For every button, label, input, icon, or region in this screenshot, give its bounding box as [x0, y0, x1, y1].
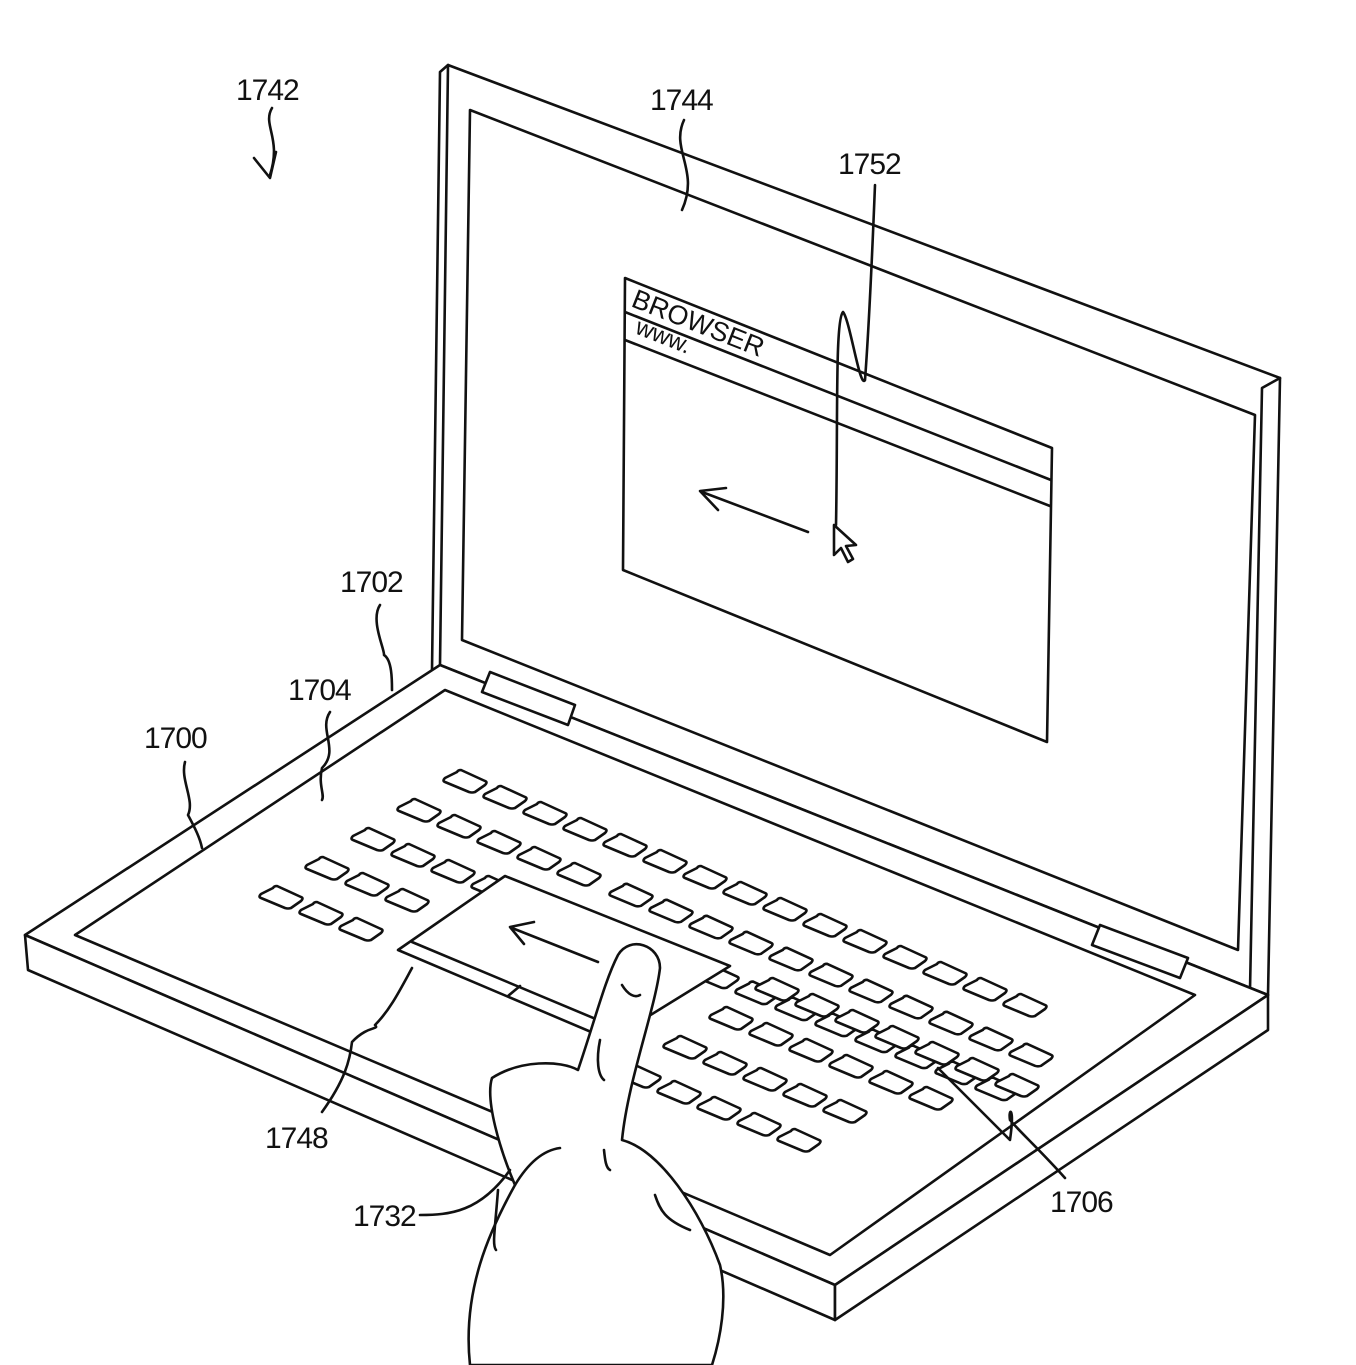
key	[842, 928, 888, 954]
cursor-icon	[832, 523, 858, 564]
key	[482, 784, 528, 810]
key	[782, 1082, 828, 1108]
key	[788, 1037, 834, 1063]
hinge-right	[1090, 923, 1190, 980]
key	[768, 946, 814, 972]
key	[868, 1069, 914, 1095]
key	[1002, 992, 1048, 1018]
key	[808, 962, 854, 988]
key	[696, 1095, 742, 1121]
palm-rest-border	[73, 688, 1197, 1257]
swipe-arrow-touchpad	[508, 920, 600, 964]
key	[642, 848, 688, 874]
swipe-arrow-screen	[698, 486, 810, 534]
key	[922, 960, 968, 986]
key	[722, 880, 768, 906]
key	[968, 1026, 1014, 1052]
key	[874, 1024, 920, 1050]
key	[688, 914, 734, 940]
key	[828, 1053, 874, 1079]
key	[430, 858, 476, 884]
key	[522, 800, 568, 826]
label-1744: 1744	[650, 84, 713, 117]
key	[822, 1098, 868, 1124]
label-1748: 1748	[265, 1122, 328, 1155]
key	[682, 864, 728, 890]
key	[396, 797, 442, 823]
key	[754, 976, 800, 1002]
key	[476, 829, 522, 855]
key	[390, 842, 436, 868]
label-1702: 1702	[340, 566, 403, 599]
key	[736, 1111, 782, 1137]
key	[608, 882, 654, 908]
label-1732: 1732	[353, 1200, 416, 1233]
key	[338, 916, 384, 942]
key	[562, 816, 608, 842]
key	[662, 1034, 708, 1060]
key	[994, 1072, 1040, 1098]
key	[556, 861, 602, 887]
key	[888, 994, 934, 1020]
key	[794, 992, 840, 1018]
key	[728, 930, 774, 956]
key	[848, 978, 894, 1004]
key	[648, 898, 694, 924]
key	[304, 855, 350, 881]
key	[908, 1085, 954, 1111]
hinge-left	[480, 670, 577, 727]
key	[258, 884, 304, 910]
key	[834, 1008, 880, 1034]
key	[702, 1050, 748, 1076]
key	[436, 813, 482, 839]
hand	[467, 943, 725, 1365]
key	[802, 912, 848, 938]
key	[708, 1005, 754, 1031]
key	[776, 1127, 822, 1153]
key	[928, 1010, 974, 1036]
key	[298, 900, 344, 926]
key	[350, 826, 396, 852]
label-1706: 1706	[1050, 1186, 1113, 1219]
key	[384, 887, 430, 913]
label-1700: 1700	[144, 722, 207, 755]
key	[602, 832, 648, 858]
leader-lines	[182, 106, 1067, 1217]
label-1742: 1742	[236, 74, 299, 107]
label-1752: 1752	[838, 148, 901, 181]
reference-labels: 1742 1744 1752 1702 1704 1700 1748 1732 …	[144, 74, 1114, 1233]
key	[1008, 1042, 1054, 1068]
key	[656, 1079, 702, 1105]
key	[748, 1021, 794, 1047]
key	[954, 1056, 1000, 1082]
key	[442, 768, 488, 794]
key	[914, 1040, 960, 1066]
key	[962, 976, 1008, 1002]
key	[762, 896, 808, 922]
key	[882, 944, 928, 970]
key	[516, 845, 562, 871]
label-1704: 1704	[288, 674, 351, 707]
key	[742, 1066, 788, 1092]
key	[344, 871, 390, 897]
